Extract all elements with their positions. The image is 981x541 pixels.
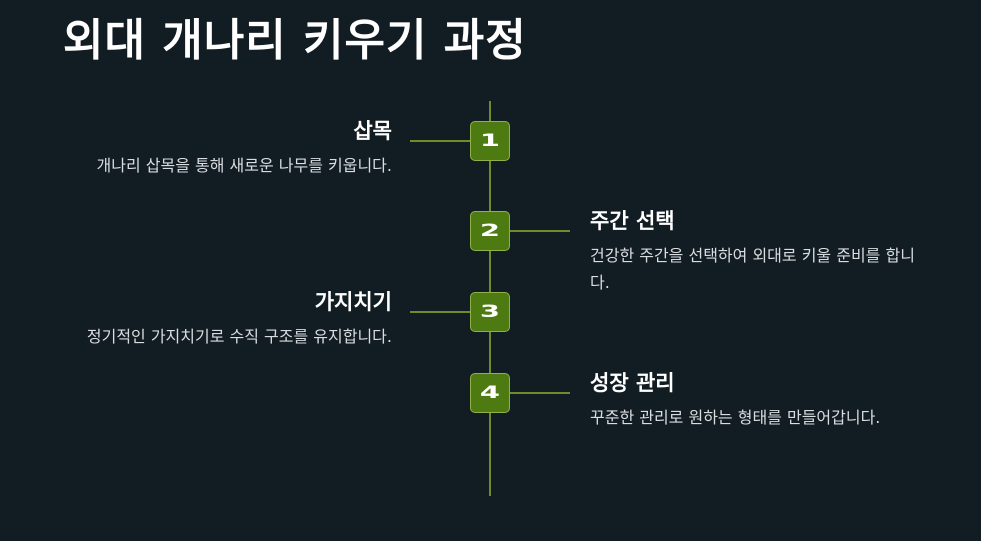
- step-3: 가지치기 정기적인 가지치기로 수직 구조를 유지합니다.: [62, 287, 392, 350]
- connector-2: [508, 230, 570, 232]
- step-title-1: 삽목: [353, 119, 392, 143]
- step-title-4: 성장 관리: [590, 371, 675, 395]
- step-badge-3: 3: [470, 292, 510, 332]
- step-2: 주간 선택 건강한 주간을 선택하여 외대로 키울 준비를 합니다.: [590, 206, 920, 296]
- step-number-2: 2: [479, 220, 501, 241]
- step-description-4: 꾸준한 관리로 원하는 형태를 만들어갑니다.: [590, 408, 881, 427]
- connector-3: [410, 311, 472, 313]
- step-description-1: 개나리 삽목을 통해 새로운 나무를 키웁니다.: [96, 156, 392, 175]
- step-badge-4: 4: [470, 373, 510, 413]
- page-title: 외대 개나리 키우기 과정: [63, 15, 527, 66]
- connector-1: [410, 140, 472, 142]
- step-title-2: 주간 선택: [590, 209, 675, 233]
- step-1: 삽목 개나리 삽목을 통해 새로운 나무를 키웁니다.: [62, 116, 392, 179]
- step-badge-2: 2: [470, 211, 510, 251]
- step-number-4: 4: [479, 382, 501, 403]
- step-number-3: 3: [479, 301, 501, 322]
- step-description-3: 정기적인 가지치기로 수직 구조를 유지합니다.: [86, 327, 392, 346]
- step-description-2: 건강한 주간을 선택하여 외대로 키울 준비를 합니다.: [590, 246, 915, 292]
- connector-4: [508, 392, 570, 394]
- step-number-1: 1: [479, 130, 501, 151]
- step-4: 성장 관리 꾸준한 관리로 원하는 형태를 만들어갑니다.: [590, 368, 920, 431]
- step-badge-1: 1: [470, 121, 510, 161]
- step-title-3: 가지치기: [314, 290, 392, 314]
